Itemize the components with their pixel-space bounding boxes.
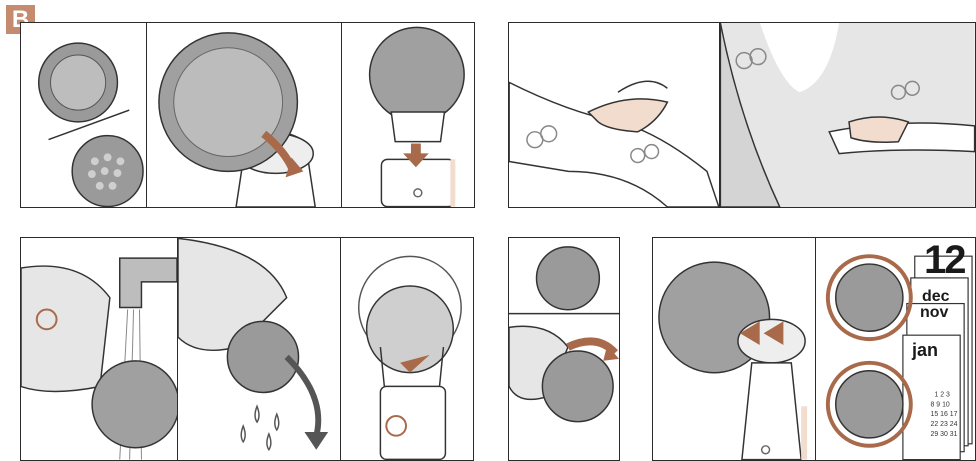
panel-leg-use: [508, 22, 720, 208]
brush-heads-illustration: [21, 23, 146, 207]
panel-push-head: [341, 22, 475, 208]
panel-attach-head: [146, 22, 342, 208]
arm-use-illustration: [720, 23, 975, 207]
calendar-month-jan: jan: [912, 340, 938, 361]
push-head-illustration: [342, 23, 474, 207]
panel-cover-cap: [340, 237, 474, 461]
calendar-month-nov: nov: [920, 304, 948, 322]
calendar-day-number: 12: [924, 238, 965, 283]
panel-shake-dry: [177, 237, 341, 461]
cover-cap-illustration: [341, 238, 473, 460]
panel-replace-head: [652, 237, 816, 461]
panel-replacement-schedule: 1 2 3 8 9 10 15 16 17 22 23 24 29 30 31 12…: [815, 237, 976, 461]
panel-rinse: [20, 237, 178, 461]
panel-arm-use: [719, 22, 976, 208]
svg-text:22 23 24: 22 23 24: [931, 421, 958, 428]
rinse-illustration: [21, 238, 177, 460]
remove-head-illustration: [509, 238, 619, 460]
svg-text:8 9 10: 8 9 10: [931, 401, 950, 408]
panel-brush-heads: [20, 22, 147, 208]
svg-text:1 2 3: 1 2 3: [935, 391, 951, 398]
svg-text:15 16 17: 15 16 17: [931, 411, 958, 418]
shake-dry-illustration: [178, 238, 340, 460]
replace-head-illustration: [653, 238, 815, 460]
leg-use-illustration: [509, 23, 719, 207]
panel-remove-head: [508, 237, 620, 461]
attach-head-illustration: [147, 23, 341, 207]
svg-text:29 30 31: 29 30 31: [931, 431, 958, 438]
